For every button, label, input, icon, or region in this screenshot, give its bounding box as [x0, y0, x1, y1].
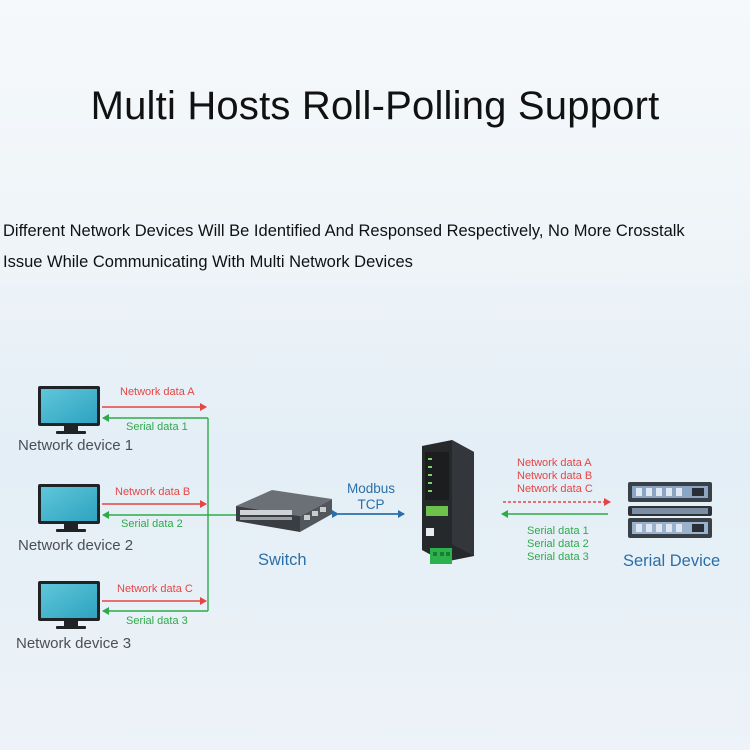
protocol-line-1: Modbus: [346, 481, 396, 496]
serial-device-label: Serial Device: [623, 552, 721, 570]
monitor-icon-3: [38, 581, 100, 629]
network-device-label-3: Network device 3: [16, 635, 132, 652]
protocol-label: Modbus TCP: [340, 481, 402, 513]
server-rack-icon: [628, 482, 712, 538]
network-data-label-2: Network data B: [115, 486, 191, 498]
protocol-line-2: TCP: [357, 497, 385, 512]
right-network-label-b: Network data B: [517, 470, 593, 482]
converter-device-icon: [422, 440, 474, 564]
subtitle-line-1: Different Network Devices Will Be Identi…: [3, 222, 685, 240]
monitor-icon-2: [38, 484, 100, 532]
right-network-label-a: Network data A: [517, 457, 592, 469]
subtitle: Different Network Devices Will Be Identi…: [3, 216, 748, 278]
network-data-label-3: Network data C: [117, 583, 193, 595]
switch-label: Switch: [258, 551, 307, 569]
monitor-icon-1: [38, 386, 100, 434]
subtitle-line-2: Issue While Communicating With Multi Net…: [3, 253, 413, 271]
network-device-label-2: Network device 2: [18, 537, 134, 554]
serial-data-label-2: Serial data 2: [121, 518, 183, 530]
serial-data-label-1: Serial data 1: [126, 421, 188, 433]
right-network-label-c: Network data C: [517, 483, 593, 495]
page-title: Multi Hosts Roll-Polling Support: [90, 84, 660, 128]
right-serial-label-1: Serial data 1: [527, 525, 589, 537]
network-device-label-1: Network device 1: [18, 437, 134, 454]
right-serial-label-3: Serial data 3: [527, 551, 589, 563]
switch-icon: [236, 490, 332, 532]
right-serial-label-2: Serial data 2: [527, 538, 589, 550]
serial-data-label-3: Serial data 3: [126, 615, 188, 627]
network-data-label-1: Network data A: [120, 386, 195, 398]
